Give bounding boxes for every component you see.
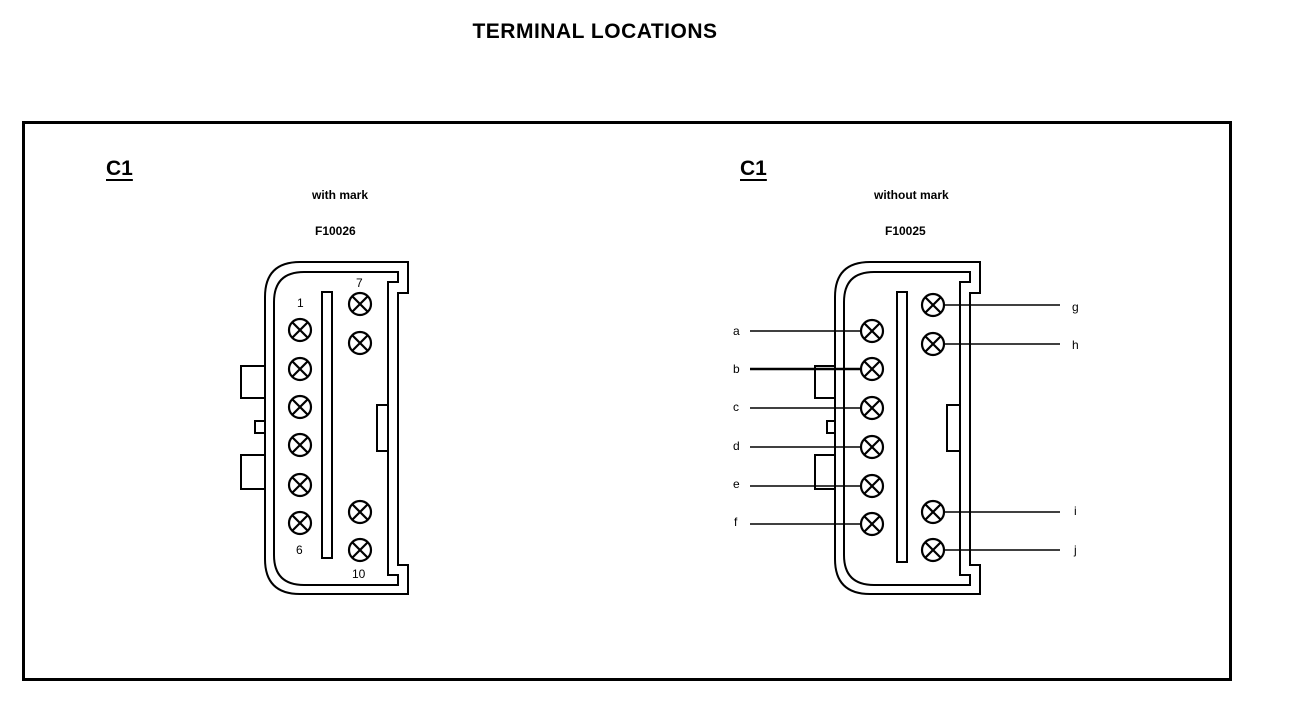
pin-number-6: 6 (296, 543, 303, 557)
pin-b-icon (859, 356, 885, 382)
pin-label-c: c (733, 400, 739, 414)
pin-label-h: h (1072, 338, 1079, 352)
pin-a-icon (859, 318, 885, 344)
pin-3-icon (287, 394, 313, 420)
pin-2-icon (287, 356, 313, 382)
pin-label-d: d (733, 439, 740, 453)
right-figure-label: F10025 (885, 224, 926, 238)
pin-label-f: f (734, 515, 738, 529)
right-connector-housing (814, 261, 981, 595)
page-title: TERMINAL LOCATIONS (472, 20, 718, 43)
pin-9-icon (347, 499, 373, 525)
left-pins (287, 291, 373, 563)
pin-f-icon (859, 511, 885, 537)
pin-h-icon (920, 331, 946, 357)
pin-number-10: 10 (352, 567, 366, 581)
pin-10-icon (347, 537, 373, 563)
pin-number-7: 7 (356, 276, 363, 290)
pin-6-icon (287, 510, 313, 536)
pin-label-j: j (1074, 543, 1077, 557)
pin-8-icon (347, 330, 373, 356)
pin-i-icon (920, 499, 946, 525)
right-pins (859, 292, 946, 563)
pin-4-icon (287, 432, 313, 458)
pin-g-icon (920, 292, 946, 318)
left-connector-housing (240, 261, 409, 595)
diagram-frame (22, 121, 1232, 681)
pin-c-icon (859, 395, 885, 421)
pin-label-e: e (733, 477, 740, 491)
left-figure-label: F10026 (315, 224, 356, 238)
pin-d-icon (859, 434, 885, 460)
right-variant-label: without mark (874, 188, 949, 202)
pin-7-icon (347, 291, 373, 317)
pin-label-g: g (1072, 300, 1079, 314)
pin-label-i: i (1074, 504, 1077, 518)
left-connector-label: C1 (106, 157, 133, 180)
pin-1-icon (287, 317, 313, 343)
pin-j-icon (920, 537, 946, 563)
pin-number-1: 1 (297, 296, 304, 310)
right-leader-lines (750, 304, 1060, 551)
pin-5-icon (287, 472, 313, 498)
right-connector-label: C1 (740, 157, 767, 180)
pin-label-a: a (733, 324, 740, 338)
pin-label-b: b (733, 362, 740, 376)
pin-e-icon (859, 473, 885, 499)
left-variant-label: with mark (312, 188, 369, 202)
